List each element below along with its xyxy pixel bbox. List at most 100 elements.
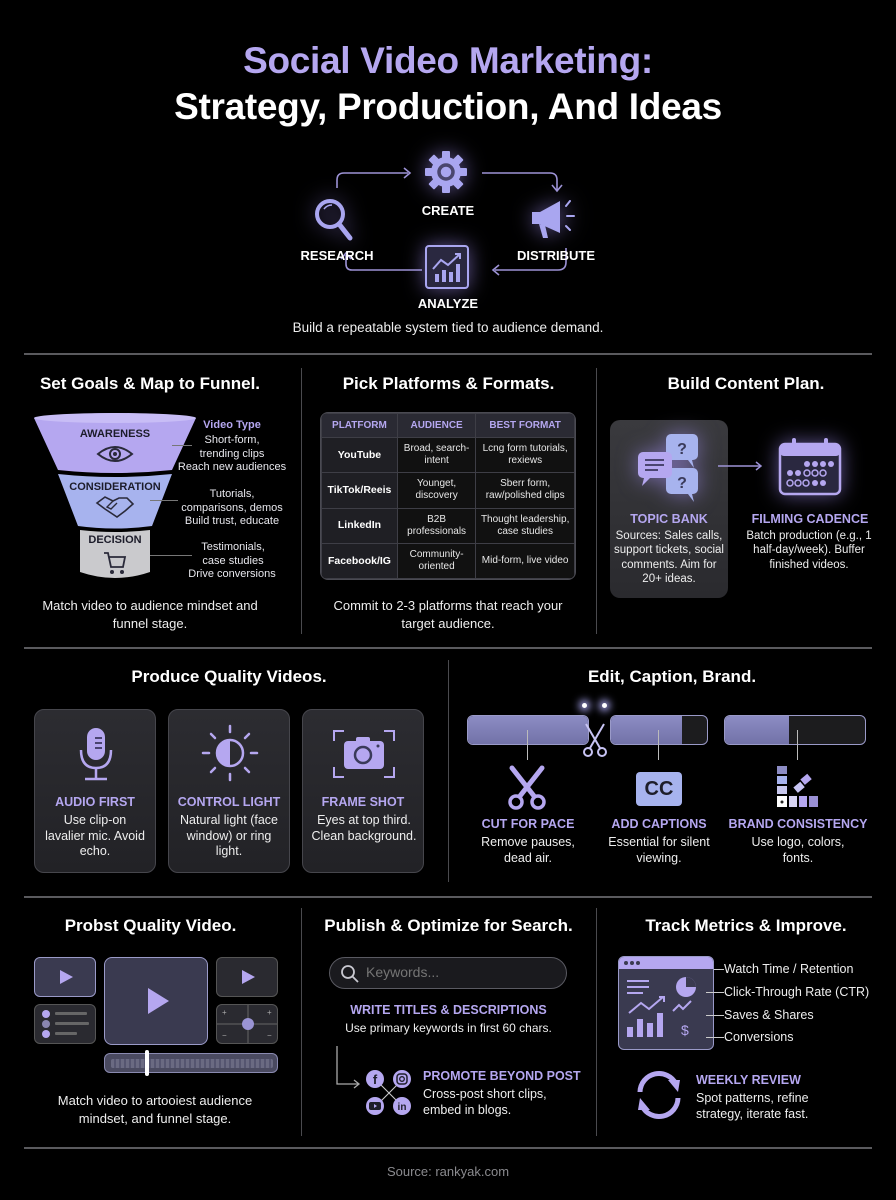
metric-item: Click-Through Rate (CTR): [724, 985, 870, 999]
arrow-down-right-icon: [336, 1046, 361, 1089]
handshake-icon: [95, 496, 135, 518]
divider: [596, 368, 597, 634]
edit-text: Essential for silent viewing.: [608, 835, 710, 865]
sun-contrast-icon: [201, 724, 259, 782]
video-thumbnail[interactable]: [34, 957, 96, 997]
card-frame-shot: FRAME SHOT Eyes at top third. Clean back…: [302, 709, 424, 873]
arrow-right-icon: [718, 461, 763, 471]
write-heading: WRITE TITLES & DESCRIPTIONS: [350, 1003, 547, 1017]
platforms-caption: Commit to 2-3 platforms that reach your …: [333, 598, 563, 631]
card-text: Use clip-on lavalier mic. Avoid echo.: [45, 813, 145, 859]
cell-audience: Younget, discovery: [396, 472, 477, 509]
facebook-icon: f: [366, 1070, 384, 1088]
section-title: Edit, Caption, Brand.: [587, 667, 757, 686]
edit-heading: BRAND CONSISTENCY: [728, 817, 868, 831]
connector-line: [658, 730, 659, 760]
divider: [448, 660, 449, 882]
audio-timeline[interactable]: [104, 1050, 278, 1076]
crop-panel: ++−−: [216, 1004, 278, 1044]
section-title: Pick Platforms & Formats.: [342, 374, 555, 393]
timeline-clip[interactable]: [467, 715, 589, 745]
megaphone-icon: [532, 200, 575, 238]
video-type-header: Video Type: [203, 419, 261, 431]
refresh-cycle-icon: [637, 1070, 681, 1120]
section-title: Set Goals & Map to Funnel.: [39, 374, 261, 393]
connector-line: [527, 730, 528, 760]
divider: [301, 908, 302, 1136]
search-icon: [341, 965, 359, 983]
keyword-search-field[interactable]: [329, 957, 567, 989]
topic-bank-heading: TOPIC BANK: [630, 512, 708, 526]
step-distribute: DISTRIBUTE: [517, 248, 595, 263]
playhead[interactable]: [145, 1050, 149, 1076]
divider: [24, 896, 872, 898]
cell-format: Thought leadership, case studies: [475, 507, 575, 544]
scissors-icon: [583, 723, 607, 757]
funnel-stage-awareness: AWARENESS: [79, 428, 151, 440]
cell-platform: Facebook/IG: [321, 542, 398, 579]
magnifier-icon: [315, 199, 353, 241]
video-thumbnail[interactable]: [216, 957, 278, 997]
chat-bubbles-icon: ? ?: [638, 434, 698, 502]
consideration-types: Tutorials, comparisons, demos: [181, 488, 283, 514]
connector-line: [172, 445, 192, 446]
promote-text: Cross-post short clips, embed in blogs.: [423, 1087, 547, 1117]
decision-types: Testimonials, case studies: [201, 541, 265, 567]
section-title: Produce Quality Videos.: [131, 667, 327, 686]
instagram-icon: [393, 1070, 411, 1088]
social-icons: f in: [366, 1070, 411, 1115]
calendar-icon: [778, 438, 842, 496]
awareness-types: Short-form, trending clips: [199, 434, 265, 460]
column-header: AUDIENCE: [396, 413, 477, 438]
title-line-2: Strategy, Production, And Ideas: [174, 86, 722, 127]
list-panel: [34, 1004, 96, 1044]
palette-icon: [777, 766, 818, 807]
topic-bank-text: Sources: Sales calls, support tickets, s…: [614, 530, 724, 586]
connector-line: [706, 1015, 724, 1016]
chart-icon: [425, 245, 469, 289]
analytics-dashboard-icon: $: [618, 956, 714, 1050]
cc-icon: CC: [636, 772, 682, 806]
source-credit: Source: rankyak.com: [386, 1164, 510, 1179]
filming-cadence-text: Batch production (e.g., 1 half-day/week)…: [746, 530, 872, 571]
cell-format: Lcng form tutorials, rexiews: [475, 436, 575, 474]
card-audio-first: AUDIO FIRST Use clip-on lavalier mic. Av…: [34, 709, 156, 873]
svg-text:?: ?: [677, 475, 687, 492]
cart-icon: [104, 552, 127, 574]
main-video-player[interactable]: [104, 957, 208, 1045]
eye-icon: [96, 446, 134, 462]
step-analyze: ANALYZE: [417, 296, 479, 311]
svg-text:$: $: [681, 1022, 689, 1038]
card-heading: FRAME SHOT: [321, 795, 405, 809]
cell-format: Sberr form, raw/polished clips: [475, 472, 575, 509]
column-header: PLATFORM: [321, 413, 398, 438]
camera-icon: [333, 730, 395, 778]
svg-text:in: in: [398, 1102, 407, 1113]
timeline-clip[interactable]: [724, 715, 866, 745]
weekly-review-text: Spot patterns, refine strategy, iterate …: [696, 1091, 809, 1121]
consideration-goal: Build trust, educate: [184, 515, 280, 527]
table-row: Facebook/IG Community-oriented Mid-form,…: [321, 542, 575, 579]
cell-audience: Community-oriented: [396, 542, 477, 579]
cell-platform: TikTok/Reeis: [321, 472, 398, 509]
metric-item: Conversions: [724, 1030, 794, 1044]
filming-cadence-heading: FILMING CADENCE: [751, 512, 869, 526]
cell-audience: B2B professionals: [396, 507, 477, 544]
glow-dot: [602, 703, 607, 708]
cell-platform: LinkedIn: [321, 507, 398, 544]
cell-platform: YouTube: [321, 436, 398, 474]
youtube-icon: [366, 1097, 384, 1115]
card-text: Eyes at top third. Clean background.: [311, 813, 417, 843]
connector-line: [150, 500, 178, 501]
section-title: Track Metrics & Improve.: [645, 916, 847, 935]
keyword-search-input[interactable]: [366, 964, 556, 980]
edit-heading: CUT FOR PACE: [481, 817, 575, 831]
svg-text:−: −: [222, 1031, 227, 1040]
table-row: YouTube Broad, search-intent Lcng form t…: [321, 436, 575, 474]
timeline-clip[interactable]: [610, 715, 708, 745]
awareness-goal: Reach new audiences: [177, 461, 287, 473]
card-control-light: CONTROL LIGHT Natural light (face window…: [168, 709, 290, 873]
card-heading: CONTROL LIGHT: [177, 795, 281, 809]
scissors-icon: [508, 765, 546, 810]
card-heading: AUDIO FIRST: [55, 795, 135, 809]
